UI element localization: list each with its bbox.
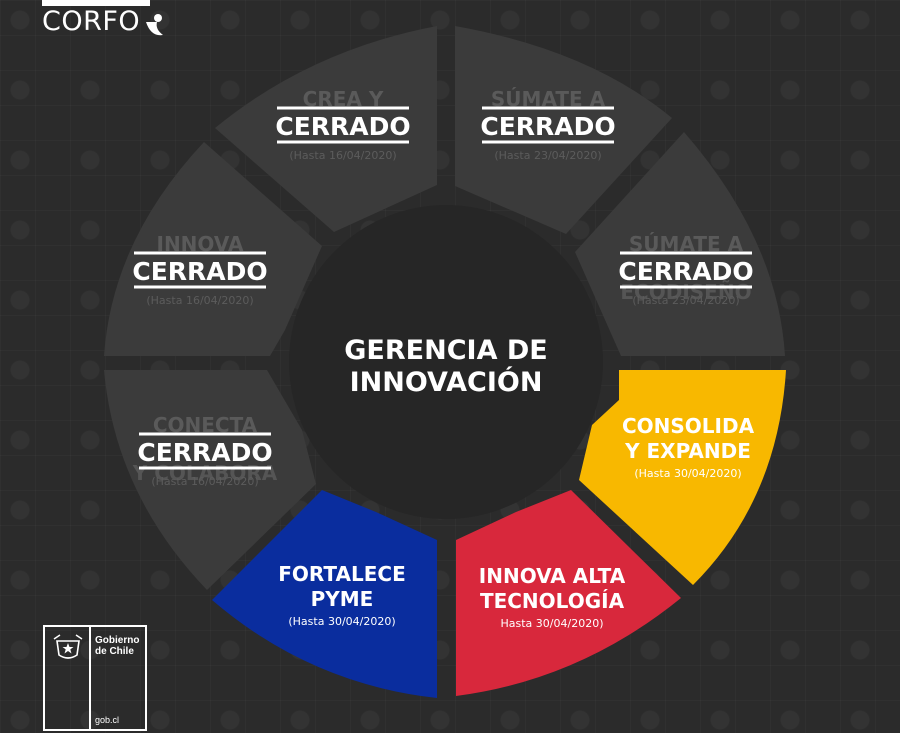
corfo-logo: CORFO — [42, 0, 150, 37]
program-title-line2: TECNOLOGÍA — [480, 589, 625, 613]
center-title-line2: INNOVACIÓN — [350, 366, 543, 398]
segment-innova-en-region[interactable] — [104, 142, 322, 356]
segment-innova-alta-tecnologia[interactable] — [456, 490, 681, 696]
program-title-line2: Y EXPANDE — [624, 439, 751, 463]
program-title-line1: CONSOLIDA — [622, 414, 755, 438]
cerrado-stamp: CERRADO — [275, 112, 410, 141]
program-title-line2: PYME — [311, 587, 374, 611]
cerrado-stamp: CERRADO — [618, 257, 753, 286]
program-title-line1: INNOVA ALTA — [479, 564, 626, 588]
gobierno-de-chile-logo: Gobierno de Chile gob.cl — [43, 625, 147, 731]
logo-bar — [42, 0, 150, 6]
corfo-logo-text: CORFO — [42, 6, 141, 37]
cerrado-stamp: CERRADO — [480, 112, 615, 141]
faded-program-title-2: ECODISEÑO — [620, 280, 751, 304]
center-title-line1: GERENCIA DE — [344, 335, 547, 366]
segment-crea-y-valida[interactable] — [215, 26, 437, 232]
segment-sumate-a-innovar[interactable] — [455, 26, 672, 234]
deadline-date: (Hasta 16/04/2020) — [146, 294, 253, 307]
deadline-date: (Hasta 30/04/2020) — [288, 615, 395, 628]
deadline-date: (Hasta 23/04/2020) — [494, 149, 601, 162]
government-url: gob.cl — [95, 715, 120, 725]
segment-sumate-a-ecodiseno[interactable] — [575, 132, 785, 356]
center-hub — [289, 205, 603, 519]
deadline-date: (Hasta 30/04/2020) — [634, 467, 741, 480]
segment-conecta-y-colabora[interactable] — [104, 370, 316, 590]
segment-consolida-y-expande[interactable] — [579, 370, 786, 585]
deadline-date: Hasta 30/04/2020) — [501, 617, 604, 630]
chile-coat-of-arms-icon — [53, 634, 83, 659]
deadline-date: (Hasta 23/04/2020) — [632, 294, 739, 307]
cerrado-stamp: CERRADO — [137, 438, 272, 467]
government-name: Gobierno de Chile — [95, 635, 140, 657]
corfo-figure-icon — [146, 14, 163, 36]
program-title-line1: FORTALECE — [278, 562, 405, 586]
gov-logo-divider — [89, 627, 91, 729]
faded-program-title-2: Y COLABORA — [132, 461, 278, 485]
segment-fortalece-pyme[interactable] — [212, 490, 437, 698]
cerrado-stamp: CERRADO — [132, 257, 267, 286]
deadline-date: (Hasta 16/04/2020) — [151, 475, 258, 488]
deadline-date: (Hasta 16/04/2020) — [289, 149, 396, 162]
